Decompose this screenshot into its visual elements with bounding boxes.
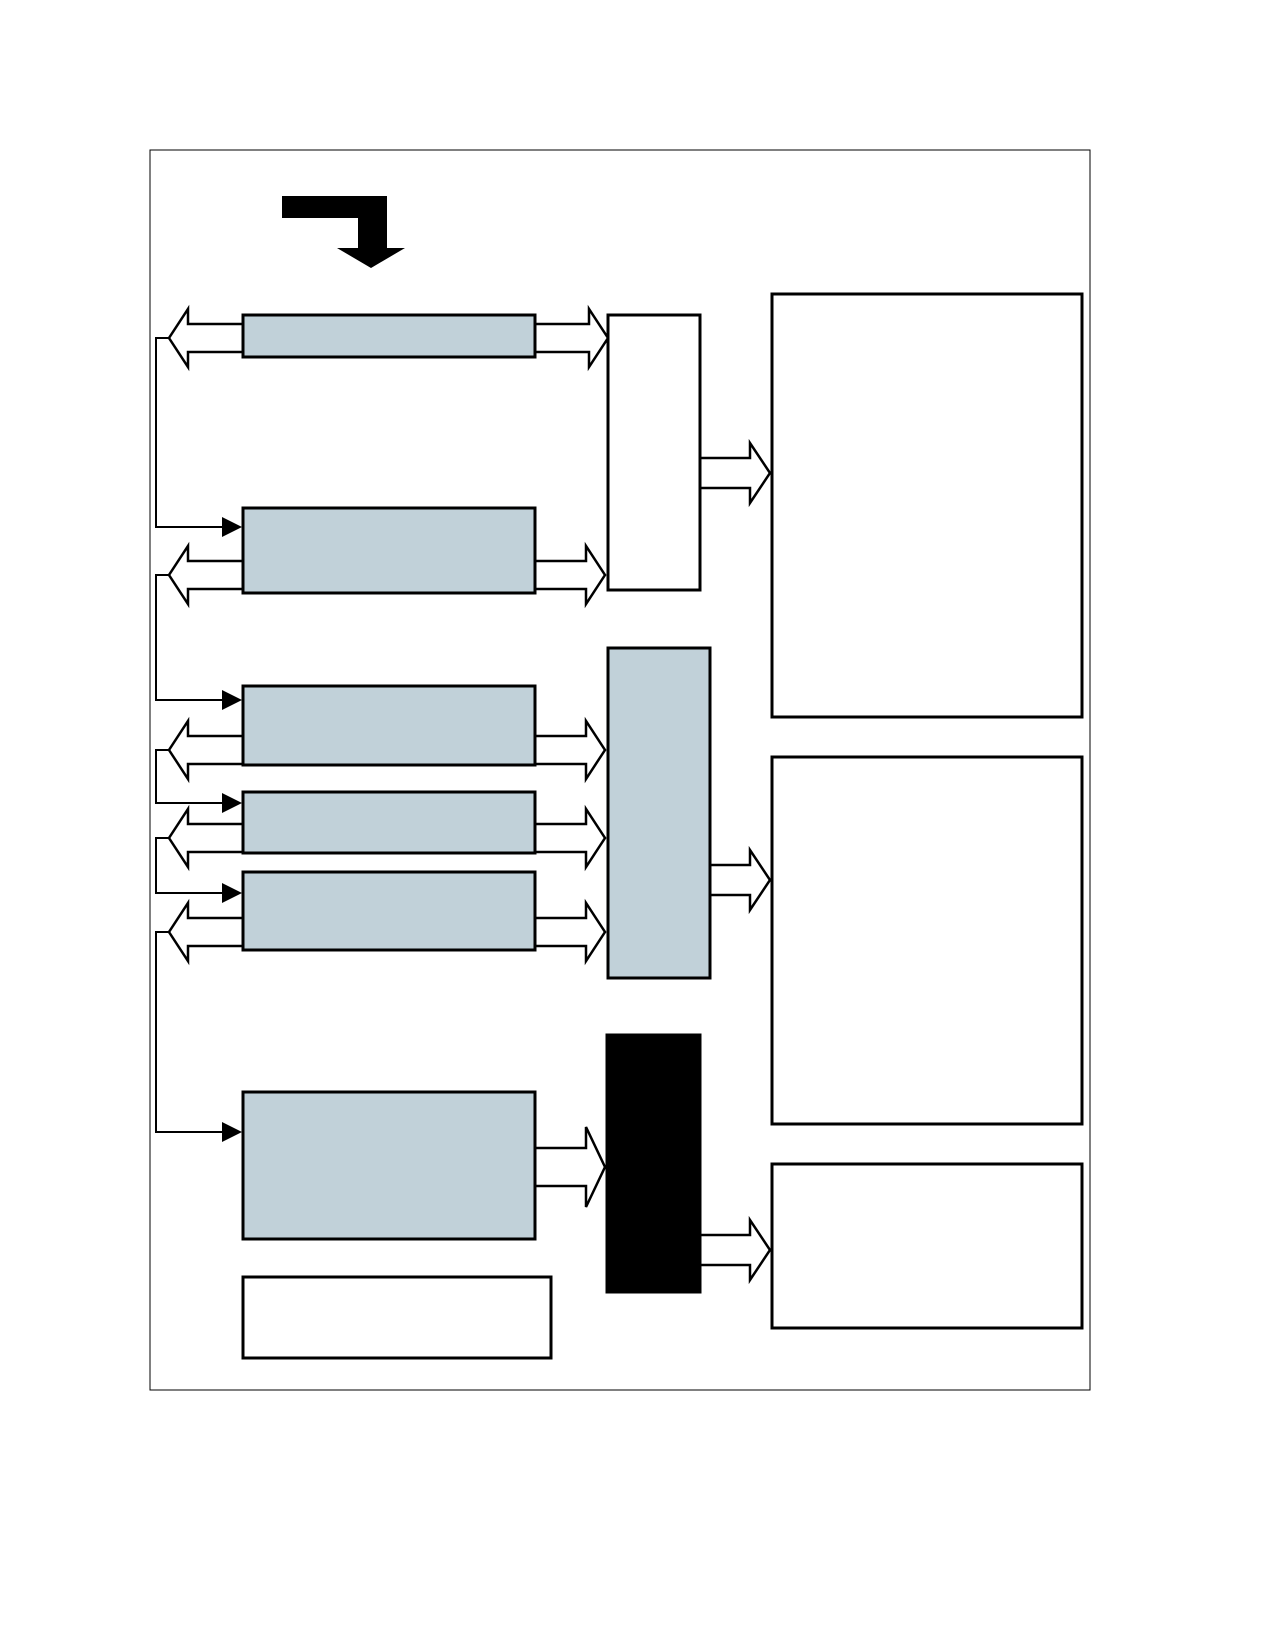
left-hollow-arrows <box>167 304 245 966</box>
input-box-3 <box>241 684 537 767</box>
start-bent-arrow <box>282 196 405 268</box>
output-arrow-3 <box>698 1215 772 1285</box>
input-box-2 <box>241 506 537 595</box>
output-bottom <box>770 1162 1084 1330</box>
collector-top <box>606 313 702 592</box>
left-arrow-5 <box>167 898 245 966</box>
right-arrow-3 <box>533 716 607 784</box>
connector-line-5 <box>155 931 222 1133</box>
output-arrow-2 <box>708 845 772 915</box>
arrowhead-4 <box>222 883 242 903</box>
left-arrow-4 <box>167 804 245 872</box>
right-arrow-4 <box>533 804 607 872</box>
arrowhead-5 <box>222 1122 242 1142</box>
outer-frame <box>149 149 1091 1391</box>
input-boxes <box>241 313 553 1360</box>
feedback-connectors <box>155 337 222 1133</box>
connector-arrowheads <box>222 517 242 1142</box>
output-top <box>770 292 1084 719</box>
arrowhead-2 <box>222 690 242 710</box>
output-hollow-arrows <box>698 438 772 1285</box>
output-middle <box>770 755 1084 1126</box>
arrowhead-3 <box>222 793 242 813</box>
right-arrow-6 <box>533 1126 607 1208</box>
right-hollow-arrows <box>533 304 610 1208</box>
input-box-5 <box>241 870 537 952</box>
connector-line-1 <box>155 337 222 528</box>
output-arrow-1 <box>698 438 772 508</box>
right-arrow-5 <box>533 898 607 966</box>
right-arrow-2 <box>533 541 607 609</box>
legend-box <box>241 1275 553 1360</box>
right-arrow-1 <box>533 304 610 372</box>
left-arrow-1 <box>167 304 245 372</box>
left-arrow-2 <box>167 541 245 609</box>
collector-middle <box>606 646 712 980</box>
connector-line-2 <box>155 574 222 701</box>
connector-line-4 <box>155 837 222 894</box>
arrowhead-1 <box>222 517 242 537</box>
collector-bottom <box>605 1033 702 1294</box>
output-boxes <box>770 292 1084 1330</box>
connector-line-3 <box>155 749 222 804</box>
collector-boxes <box>605 313 712 1294</box>
input-box-1 <box>241 313 537 359</box>
left-arrow-3 <box>167 716 245 784</box>
input-box-4 <box>241 790 537 855</box>
input-box-6 <box>241 1090 537 1241</box>
